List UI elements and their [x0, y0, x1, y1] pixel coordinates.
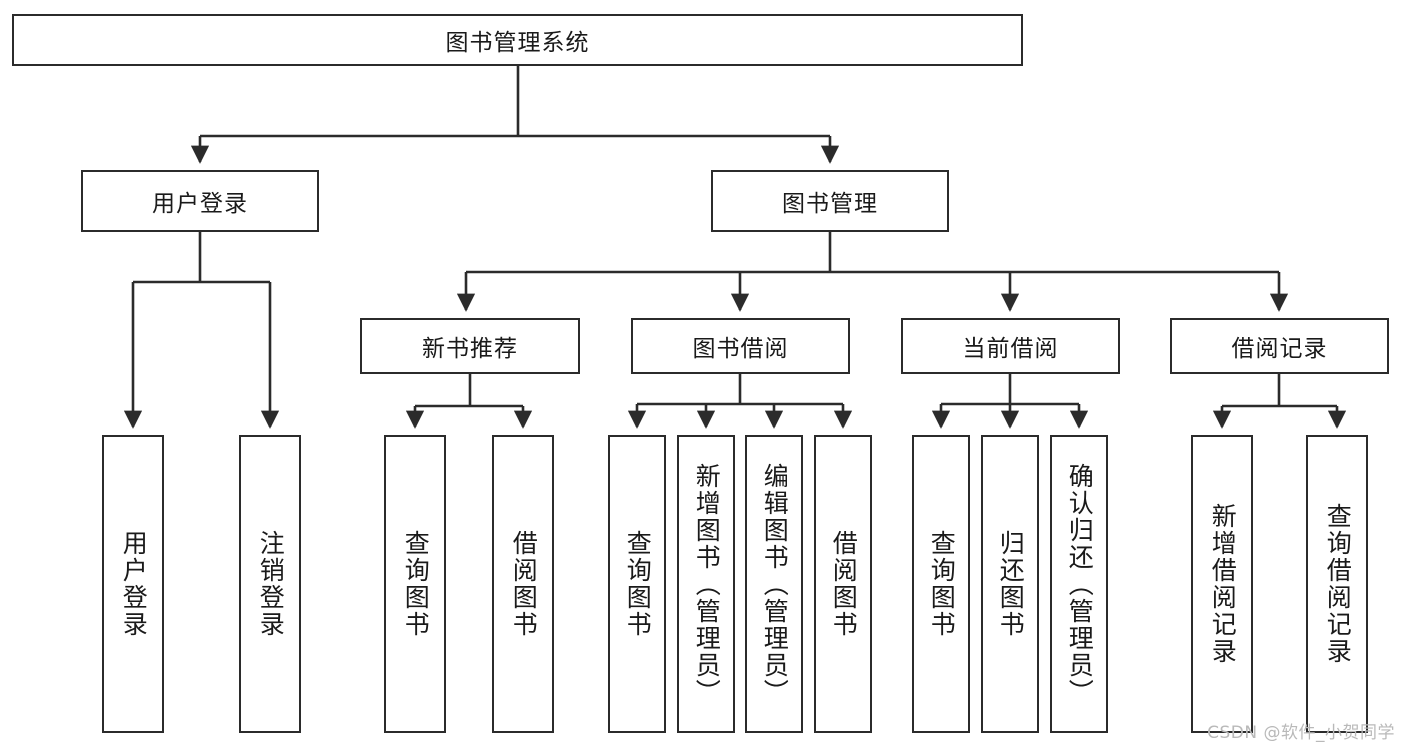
node-leaf-query-book-3[interactable]: 查询图书 [912, 435, 970, 733]
node-book-manage-label: 图书管理 [782, 191, 878, 217]
node-leaf-add-book[interactable]: 新增图书（管理员） [677, 435, 735, 733]
node-leaf-borrow-book-2-label: 借阅图书 [829, 530, 859, 638]
node-leaf-add-record[interactable]: 新增借阅记录 [1191, 435, 1253, 733]
node-leaf-borrow-book-1[interactable]: 借阅图书 [492, 435, 554, 733]
node-leaf-logout-label: 注销登录 [256, 530, 286, 638]
node-leaf-query-record-label: 查询借阅记录 [1323, 503, 1353, 665]
node-user-login[interactable]: 用户登录 [81, 170, 319, 232]
node-leaf-borrow-book-1-label: 借阅图书 [509, 530, 539, 638]
watermark: CSDN @软件_小贺同学 [1207, 723, 1395, 743]
node-book-borrow[interactable]: 图书借阅 [631, 318, 850, 374]
node-root[interactable]: 图书管理系统 [12, 14, 1023, 66]
node-current-borrow[interactable]: 当前借阅 [901, 318, 1120, 374]
node-leaf-edit-book[interactable]: 编辑图书（管理员） [745, 435, 803, 733]
node-leaf-borrow-book-2[interactable]: 借阅图书 [814, 435, 872, 733]
node-leaf-user-login[interactable]: 用户登录 [102, 435, 164, 733]
node-leaf-add-book-label: 新增图书（管理员） [692, 462, 722, 706]
node-leaf-confirm-return-label: 确认归还（管理员） [1065, 462, 1095, 706]
node-leaf-return-book[interactable]: 归还图书 [981, 435, 1039, 733]
node-leaf-query-record[interactable]: 查询借阅记录 [1306, 435, 1368, 733]
node-leaf-query-book-1-label: 查询图书 [401, 530, 431, 638]
node-leaf-query-book-2-label: 查询图书 [623, 530, 653, 638]
node-leaf-user-login-label: 用户登录 [119, 530, 149, 638]
node-leaf-logout[interactable]: 注销登录 [239, 435, 301, 733]
node-current-borrow-label: 当前借阅 [962, 336, 1059, 362]
node-borrow-record-label: 借阅记录 [1231, 336, 1328, 362]
node-leaf-confirm-return[interactable]: 确认归还（管理员） [1050, 435, 1108, 733]
node-new-book-rec-label: 新书推荐 [422, 336, 518, 362]
node-leaf-edit-book-label: 编辑图书（管理员） [760, 462, 790, 706]
node-leaf-query-book-2[interactable]: 查询图书 [608, 435, 666, 733]
node-leaf-add-record-label: 新增借阅记录 [1208, 503, 1238, 665]
node-book-manage[interactable]: 图书管理 [711, 170, 949, 232]
node-leaf-query-book-1[interactable]: 查询图书 [384, 435, 446, 733]
node-leaf-query-book-3-label: 查询图书 [927, 530, 957, 638]
node-leaf-return-book-label: 归还图书 [996, 530, 1026, 638]
node-user-login-label: 用户登录 [152, 191, 248, 217]
node-root-label: 图书管理系统 [445, 30, 590, 56]
node-new-book-rec[interactable]: 新书推荐 [360, 318, 580, 374]
node-borrow-record[interactable]: 借阅记录 [1170, 318, 1389, 374]
node-book-borrow-label: 图书借阅 [692, 336, 789, 362]
